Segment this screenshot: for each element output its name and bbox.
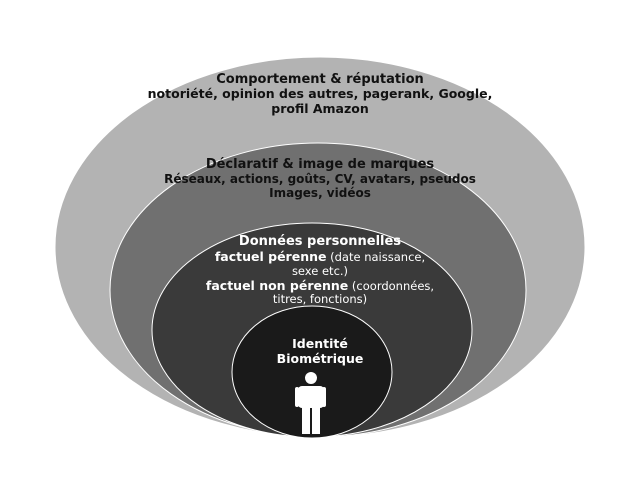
ring-title: Données personnelles [238, 234, 402, 249]
ring-line: factuel non pérenne (coordonnées, [0, 277, 640, 294]
ring-line-strong: factuel non pérenne [205, 277, 349, 293]
ring-line: Images, vidéos [269, 186, 371, 201]
ring-line: notoriété, opinion des autres, pagerank,… [147, 86, 493, 102]
ring-title: Déclaratif & image de marques [205, 157, 435, 172]
ring-title: Comportement & réputation [216, 72, 424, 87]
label-declaratif: Déclaratif & image de marques Réseaux, a… [0, 157, 640, 201]
ring-line: factuel pérenne (date naissance, [0, 249, 640, 265]
label-donnees-personnelles: Données personnelles factuel pérenne (da… [0, 234, 640, 307]
ring-line-light: (coordonnées, [348, 278, 435, 293]
ring-line-strong: factuel pérenne [214, 249, 327, 265]
ring-line: sexe etc.) [291, 264, 349, 279]
ring-line: titres, fonctions) [272, 292, 368, 307]
label-comportement: Comportement & réputation notoriété, opi… [0, 72, 640, 117]
label-identite-biometrique: Identité Biométrique [0, 336, 640, 367]
ring-title: Identité [292, 336, 348, 351]
ring-identite-biometrique [231, 305, 393, 439]
ring-line: Réseaux, actions, goûts, CV, avatars, ps… [164, 172, 476, 187]
ring-line: profil Amazon [271, 101, 369, 117]
ring-line-light: (date naissance, [326, 250, 426, 265]
person-icon [295, 372, 326, 434]
ring-title: Biométrique [276, 350, 364, 366]
